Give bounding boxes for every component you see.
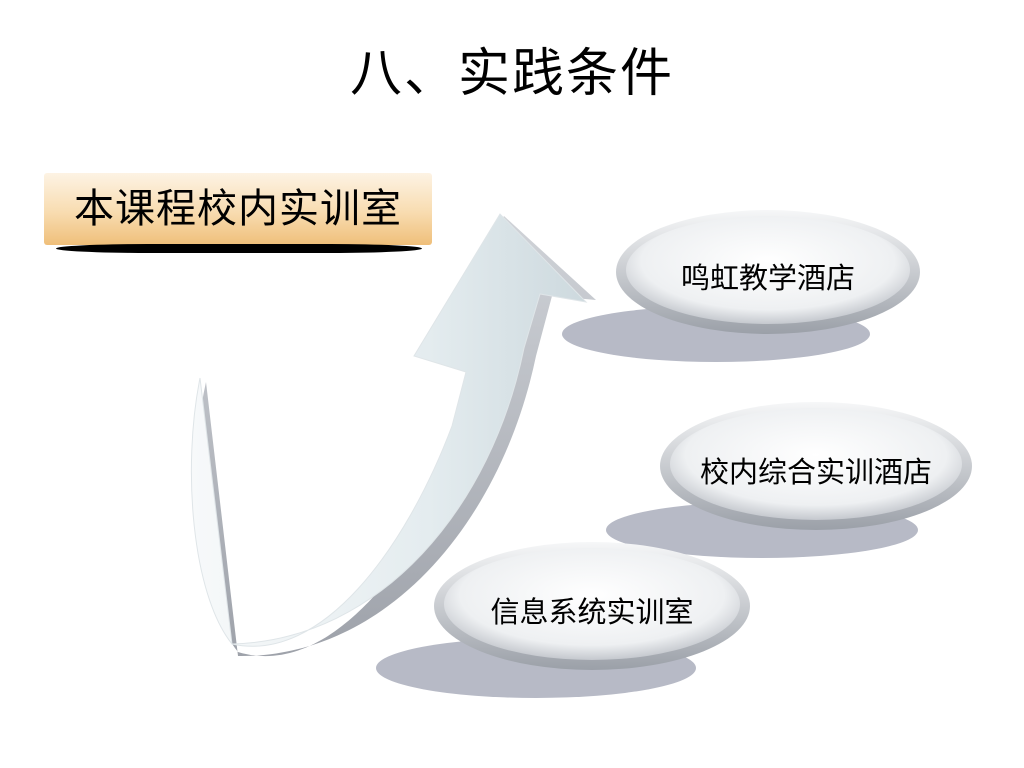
pill-label-2: 校内综合实训酒店: [699, 455, 932, 489]
section-label: 本课程校内实训室: [44, 173, 432, 245]
pill-item-1: [562, 210, 920, 362]
pill-face-1: [626, 216, 910, 324]
pill-label-1: 鸣虹教学酒店: [680, 261, 855, 295]
section-label-underline: [56, 244, 422, 253]
pill-label-3: 信息系统实训室: [490, 595, 694, 629]
pill-item-3: [376, 542, 750, 698]
arrow-face: [190, 213, 588, 647]
pill-face-2: [670, 408, 962, 520]
slide-title: 八、实践条件: [349, 44, 674, 104]
pill-item-2: [606, 402, 972, 558]
pill-face-3: [444, 548, 740, 660]
section-label-text: 本课程校内实训室: [74, 186, 402, 232]
